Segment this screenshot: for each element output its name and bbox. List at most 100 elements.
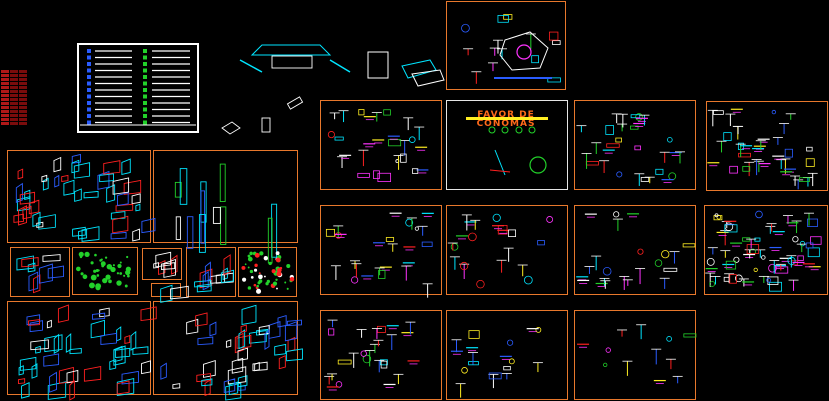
iso-part <box>42 177 49 191</box>
detail-box <box>380 360 388 369</box>
hatch-dot <box>259 251 264 256</box>
hatch-dot <box>82 274 88 280</box>
iso-part <box>209 321 217 337</box>
iso-part <box>36 221 44 228</box>
iso-part <box>31 363 38 379</box>
iso-part <box>53 156 62 173</box>
hatch-dot <box>256 284 259 288</box>
detail-circle <box>605 347 611 353</box>
detail-circle <box>668 172 677 181</box>
detail-circle <box>408 136 416 143</box>
detail-box <box>606 143 620 148</box>
detail-box <box>746 244 760 254</box>
cover-title-line-2: CONOMAS <box>476 119 536 129</box>
pipe-stub <box>286 96 304 110</box>
iso-part <box>28 199 40 215</box>
detail-circle <box>766 277 772 283</box>
sheet-left-1 <box>7 150 151 243</box>
sheet-row2-d <box>704 205 828 295</box>
detail-box <box>729 165 738 174</box>
hatch-dot <box>116 272 120 275</box>
iso-part <box>83 190 99 199</box>
hatch-dot <box>258 279 263 283</box>
iso-part <box>116 380 130 395</box>
frame-part <box>367 51 389 79</box>
column-part <box>175 216 181 240</box>
hatch-dot <box>90 274 97 281</box>
iso-part <box>286 319 302 327</box>
iso-part <box>57 304 69 323</box>
detail-box <box>634 145 641 151</box>
detail-box <box>805 158 815 167</box>
detail-box <box>325 228 335 237</box>
detail-box <box>713 110 724 115</box>
hatch-dot <box>258 274 263 280</box>
iso-part <box>63 179 75 196</box>
hatch-dot <box>263 256 269 261</box>
iso-part <box>83 365 102 382</box>
hatch-dot <box>112 264 115 267</box>
iso-part <box>42 254 61 262</box>
bridge-part <box>250 44 332 56</box>
iso-part <box>112 215 129 234</box>
iso-part <box>135 203 141 212</box>
iso-part <box>278 354 286 370</box>
sheet-left-small-5 <box>186 247 236 297</box>
detail-box <box>784 148 793 158</box>
hatch-dot <box>256 288 262 294</box>
iso-part <box>116 326 122 342</box>
detail-circle <box>461 367 468 374</box>
iso-part <box>99 307 110 318</box>
detail-circle <box>476 279 485 289</box>
iso-part <box>43 353 60 367</box>
index-bullet <box>87 120 91 125</box>
hatch-dot <box>102 277 108 284</box>
hatch-dot <box>106 263 113 270</box>
detail-circle <box>414 226 420 231</box>
detail-circle <box>508 358 515 365</box>
sheet-left-small-3 <box>142 248 182 280</box>
iso-part <box>241 304 257 326</box>
iso-part <box>256 328 269 336</box>
iso-part <box>69 347 82 355</box>
detail-box <box>630 114 641 119</box>
index-bullet <box>143 107 147 112</box>
iso-part <box>234 332 244 354</box>
iso-part <box>35 345 41 354</box>
detail-circle <box>351 276 359 284</box>
detail-box <box>373 170 380 179</box>
hatch-dot <box>76 266 81 272</box>
detail-circle <box>603 362 608 368</box>
column-part <box>186 216 194 249</box>
iso-part <box>19 356 37 371</box>
detail-circle <box>468 232 477 242</box>
detail-circle <box>450 243 459 251</box>
iso-part <box>203 360 216 378</box>
column-part <box>200 190 205 244</box>
detail-circle <box>506 339 514 346</box>
iso-part <box>16 196 31 212</box>
detail-circle <box>714 213 719 218</box>
index-bullet <box>87 68 91 73</box>
iso-part <box>169 285 189 300</box>
iso-part <box>112 177 130 195</box>
hatch-dot <box>99 259 102 262</box>
sheet-left-small-1 <box>10 247 70 297</box>
iso-part <box>21 382 30 399</box>
cover-title-line-1: FAVOR DE <box>477 110 535 120</box>
detail-circle <box>635 113 643 121</box>
iso-part <box>141 360 151 375</box>
hatch-dot <box>89 282 95 289</box>
iso-part <box>41 174 48 183</box>
hatch-dot <box>271 269 276 274</box>
sheet-row3-c <box>574 310 696 400</box>
hatch-dot <box>263 275 266 278</box>
iso-part <box>29 320 43 333</box>
index-bullet <box>143 68 147 73</box>
hatch-dot <box>244 263 247 266</box>
index-bullet <box>143 55 147 60</box>
index-bullet <box>87 62 91 66</box>
hatch-dot <box>276 271 282 277</box>
hatch-dot <box>275 257 281 263</box>
